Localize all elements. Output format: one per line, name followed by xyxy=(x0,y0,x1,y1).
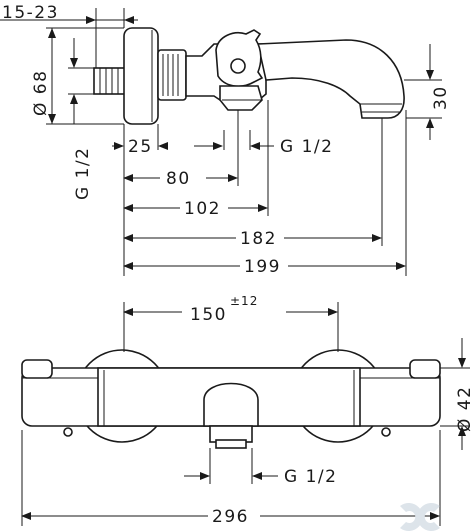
right-end-cap xyxy=(409,359,441,379)
watermark-logo xyxy=(400,503,440,531)
side-view-dimensions: 15-23 Ø 68 G 1/2 25 G 1/2 xyxy=(0,3,451,277)
dim-199-label: 199 xyxy=(244,257,281,277)
dim-150-label: 150 xyxy=(190,305,227,325)
dim-182-label: 182 xyxy=(240,229,277,249)
left-end-cap xyxy=(21,359,53,379)
hex-nut xyxy=(157,49,187,101)
side-view xyxy=(93,27,405,125)
dim-g-half-vertical-label: G 1/2 xyxy=(73,147,93,200)
spout xyxy=(257,39,405,119)
spout-front xyxy=(203,382,259,427)
dim-30-label: 30 xyxy=(431,85,451,110)
dim-150-tolerance: ±12 xyxy=(230,294,258,308)
front-view xyxy=(21,349,441,449)
dim-g-half-lower-label: G 1/2 xyxy=(284,467,337,487)
dim-diam-68-label: Ø 68 xyxy=(31,70,51,116)
dim-15-23-label: 15-23 xyxy=(2,3,59,23)
dim-g-half-upper-label: G 1/2 xyxy=(280,137,333,157)
dim-25-label: 25 xyxy=(128,137,153,157)
inlet-connector xyxy=(93,67,129,95)
handle-knob xyxy=(230,58,246,74)
dim-80-label: 80 xyxy=(166,169,191,189)
dim-296-label: 296 xyxy=(212,507,249,527)
dim-diam-42-label: Ø 42 xyxy=(455,386,474,432)
wall-flange xyxy=(123,27,159,125)
handle xyxy=(215,29,264,88)
dim-102-label: 102 xyxy=(184,199,221,219)
body-lower xyxy=(219,85,263,111)
front-view-dimensions: 150 ±12 Ø 42 G 1/2 296 xyxy=(21,294,474,527)
